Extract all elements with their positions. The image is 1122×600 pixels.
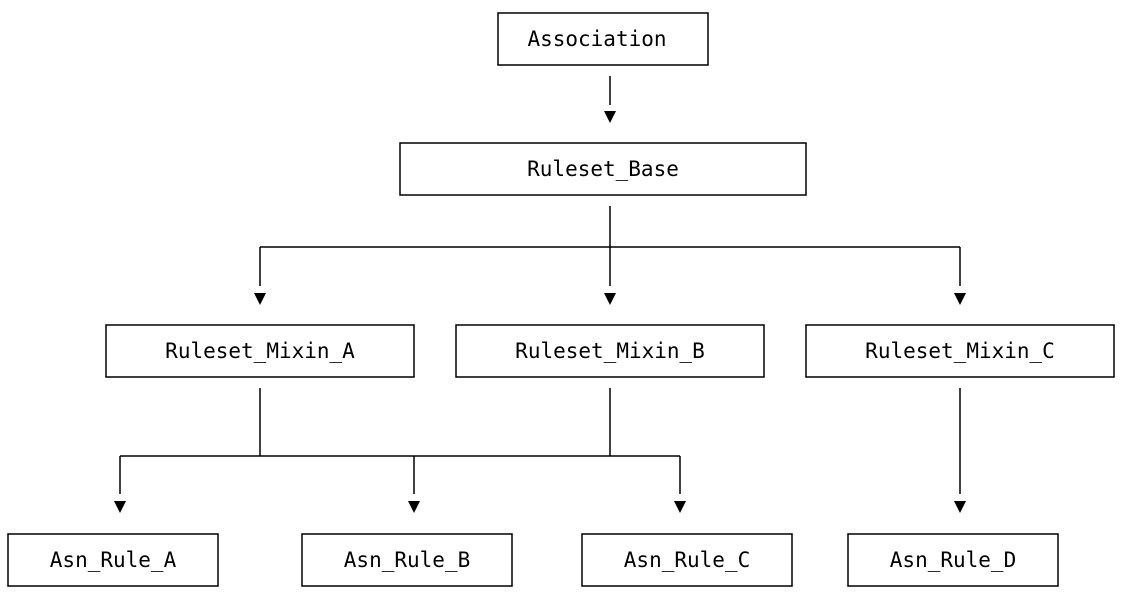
node-label: Ruleset_Mixin_A [165, 339, 355, 363]
arrowhead [954, 501, 966, 513]
node-ruleset-base: Ruleset_Base [399, 142, 807, 196]
node-asn-rule-b: Asn_Rule_B [301, 533, 513, 587]
node-label: Asn_Rule_D [890, 548, 1016, 572]
node-ruleset-mixin-b: Ruleset_Mixin_B [455, 324, 765, 378]
node-label: Ruleset_Mixin_C [865, 339, 1055, 363]
node-association: Association [497, 12, 709, 66]
arrowhead [604, 293, 616, 305]
arrowhead [604, 111, 616, 123]
node-label: Ruleset_Base [527, 157, 679, 181]
node-label: Association [527, 27, 666, 51]
node-asn-rule-a: Asn_Rule_A [7, 533, 219, 587]
arrowhead [954, 293, 966, 305]
node-label: Asn_Rule_A [50, 548, 177, 572]
arrowhead [114, 501, 126, 513]
node-asn-rule-d: Asn_Rule_D [847, 533, 1059, 587]
node-label: Asn_Rule_B [344, 548, 470, 572]
edge-association-to-ruleset-base [604, 76, 616, 123]
arrowhead [408, 501, 420, 513]
arrowhead [674, 501, 686, 513]
node-ruleset-mixin-a: Ruleset_Mixin_A [105, 324, 415, 378]
edges [114, 76, 966, 513]
node-asn-rule-c: Asn_Rule_C [581, 533, 793, 587]
arrowhead [254, 293, 266, 305]
node-ruleset-mixin-c: Ruleset_Mixin_C [805, 324, 1115, 378]
edge-mixins-ab-to-asn-rules-abc [114, 388, 686, 513]
edge-mixin-c-to-asn-rule-d [954, 388, 966, 513]
nodes: Association Ruleset_Base Ruleset_Mixin_A… [7, 12, 1115, 587]
edge-ruleset-base-to-mixins [254, 206, 966, 305]
node-label: Asn_Rule_C [624, 548, 750, 572]
node-label: Ruleset_Mixin_B [515, 339, 705, 363]
